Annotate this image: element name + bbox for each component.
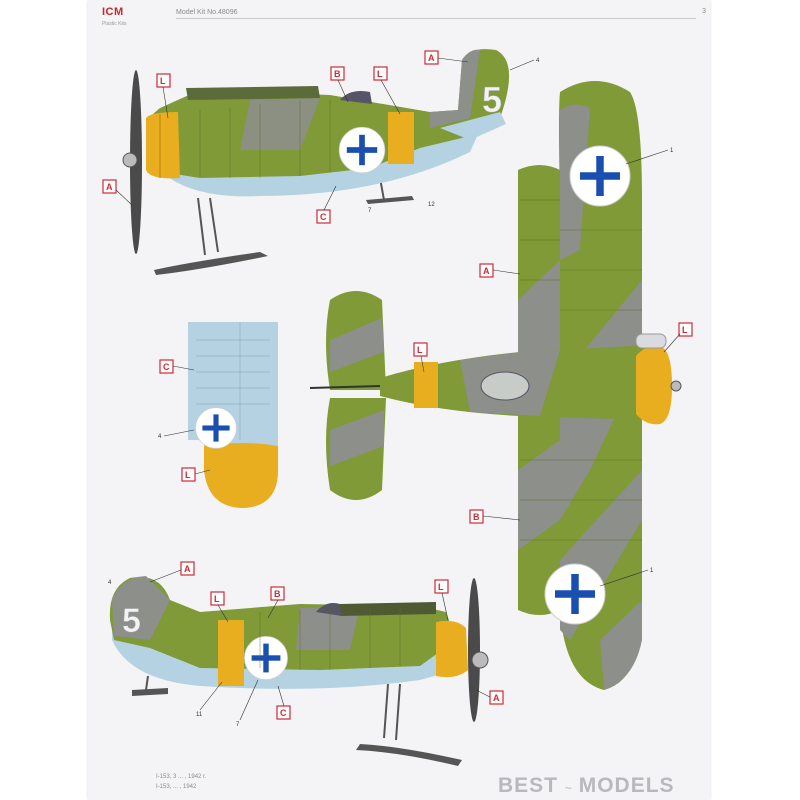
svg-text:A: A: [184, 564, 191, 574]
svg-text:L: L: [214, 594, 220, 604]
svg-text:A: A: [106, 182, 113, 192]
svg-text:C: C: [280, 708, 287, 718]
fuselage-number-top: 5: [482, 79, 502, 120]
decal-number-rudder: 4: [158, 434, 162, 440]
decal-number-wing-bottom: 1: [650, 568, 654, 574]
rudder-view: [188, 322, 278, 508]
callout-a-tail-bottom: A: [180, 561, 195, 576]
decal-number-tail-top: 4: [536, 58, 540, 64]
callout-l-plan-cowl: L: [678, 322, 693, 337]
callout-a-tail-top: A: [424, 50, 439, 65]
svg-text:C: C: [320, 212, 327, 222]
callout-b-top: B: [330, 66, 345, 81]
callout-l-band-bottom: L: [210, 591, 225, 606]
decal-number-rear-top: 12: [428, 202, 435, 208]
svg-text:L: L: [417, 345, 423, 355]
svg-text:B: B: [274, 589, 281, 599]
callout-c-bottom: C: [276, 705, 291, 720]
header-divider: [176, 18, 696, 19]
plan-view: [309, 81, 682, 690]
decal-number-roundel-bottom: 7: [236, 722, 240, 728]
svg-text:A: A: [428, 53, 435, 63]
watermark-logo-icon: ~: [564, 781, 572, 795]
svg-text:B: B: [334, 69, 341, 79]
svg-text:L: L: [377, 69, 383, 79]
caption-line-1: I-153, 3 ... , 1942 r.: [156, 774, 207, 780]
svg-text:B: B: [473, 512, 480, 522]
callout-a-plan: A: [479, 263, 494, 278]
page-number: 3: [702, 8, 706, 15]
watermark: BEST ~ MODELS: [498, 774, 675, 798]
caption-line-2: I-153, ... , 1942: [156, 784, 197, 790]
side-view-left: 5: [122, 49, 510, 275]
svg-text:L: L: [160, 76, 166, 86]
callout-a-prop-top: A: [102, 179, 117, 194]
svg-text:L: L: [185, 470, 191, 480]
watermark-right: MODELS: [578, 774, 675, 797]
watermark-left: BEST: [498, 774, 559, 797]
decal-number-tail-bottom: 4: [108, 580, 112, 586]
callout-c-rudder: C: [159, 359, 174, 374]
callout-l-plan-tail: L: [413, 342, 428, 357]
decal-number-roundel-top: 7: [368, 208, 372, 214]
svg-text:A: A: [493, 693, 500, 703]
callout-b-plan: B: [469, 509, 484, 524]
callout-l-band-top: L: [373, 66, 388, 81]
callout-l-cowling-bottom: L: [434, 579, 449, 594]
callout-b-bottom: B: [270, 586, 285, 601]
callout-a-prop-bottom: A: [489, 690, 504, 705]
sheet-title: Model Kit No.48096: [176, 9, 238, 16]
callout-l-rudder: L: [181, 467, 196, 482]
brand-logo: ICM: [102, 6, 124, 18]
decal-number-wing-top: 1: [670, 148, 674, 154]
fuselage-number-bottom: 5: [122, 602, 141, 640]
brand-tagline: Plastic Kits: [102, 21, 127, 27]
callout-l-cowling-top: L: [156, 73, 171, 88]
svg-text:A: A: [483, 266, 490, 276]
callout-c-top: C: [316, 209, 331, 224]
svg-text:C: C: [163, 362, 170, 372]
svg-text:L: L: [682, 325, 688, 335]
side-view-right: 5: [109, 576, 489, 766]
svg-text:L: L: [438, 582, 444, 592]
decal-number-band-bottom: 11: [196, 712, 203, 718]
